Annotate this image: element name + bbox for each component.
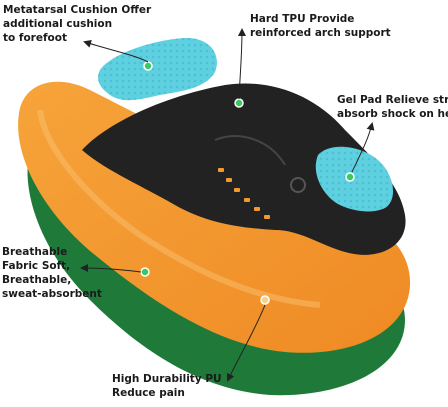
label-line: High Durability PU [112, 373, 222, 385]
arrow-tpu [237, 28, 246, 100]
label-line: Breathable, [2, 274, 72, 286]
label-line: Metatarsal Cushion Offer [3, 4, 152, 16]
black-tpu-shell [82, 83, 406, 255]
indicator-dot-gel [345, 172, 355, 182]
arrow-metatarsal [83, 40, 149, 63]
label-line: additional cushion [3, 18, 113, 30]
label-line: reinforced arch support [250, 27, 391, 39]
label-hard-tpu: Hard TPU Provide reinforced arch support [250, 12, 391, 40]
label-line: Breathable [2, 246, 68, 258]
brand-logo-icon [290, 177, 306, 193]
orange-layer-highlight [37, 109, 321, 308]
label-line: Fabric Soft, [2, 260, 71, 272]
label-line: to forefoot [3, 32, 67, 44]
label-line: Hard TPU Provide [250, 13, 355, 25]
indicator-dot-fabric [140, 267, 150, 277]
indicator-dot-tpu [234, 98, 244, 108]
label-breathable-fabric: Breathable Fabric Soft, Breathable, swea… [2, 245, 102, 301]
label-gel-pad: Gel Pad Relieve stress absorb shock on h… [337, 93, 448, 121]
vent-holes [218, 168, 270, 219]
label-line: sweat-absorbent [2, 288, 102, 300]
arrow-pu [226, 304, 266, 382]
label-line: Reduce pain [112, 387, 185, 399]
label-high-durability-pu: High Durability PU Reduce pain [112, 372, 222, 400]
indicator-dot-pu [260, 295, 270, 305]
tpu-ridge [214, 135, 286, 166]
label-line: Gel Pad Relieve stress [337, 94, 448, 106]
label-metatarsal-cushion: Metatarsal Cushion Offer additional cush… [3, 3, 151, 45]
arrow-fabric [80, 264, 142, 273]
arrow-gel [351, 122, 375, 173]
label-line: absorb shock on heel [337, 108, 448, 120]
indicator-dot-metatarsal [143, 61, 153, 71]
